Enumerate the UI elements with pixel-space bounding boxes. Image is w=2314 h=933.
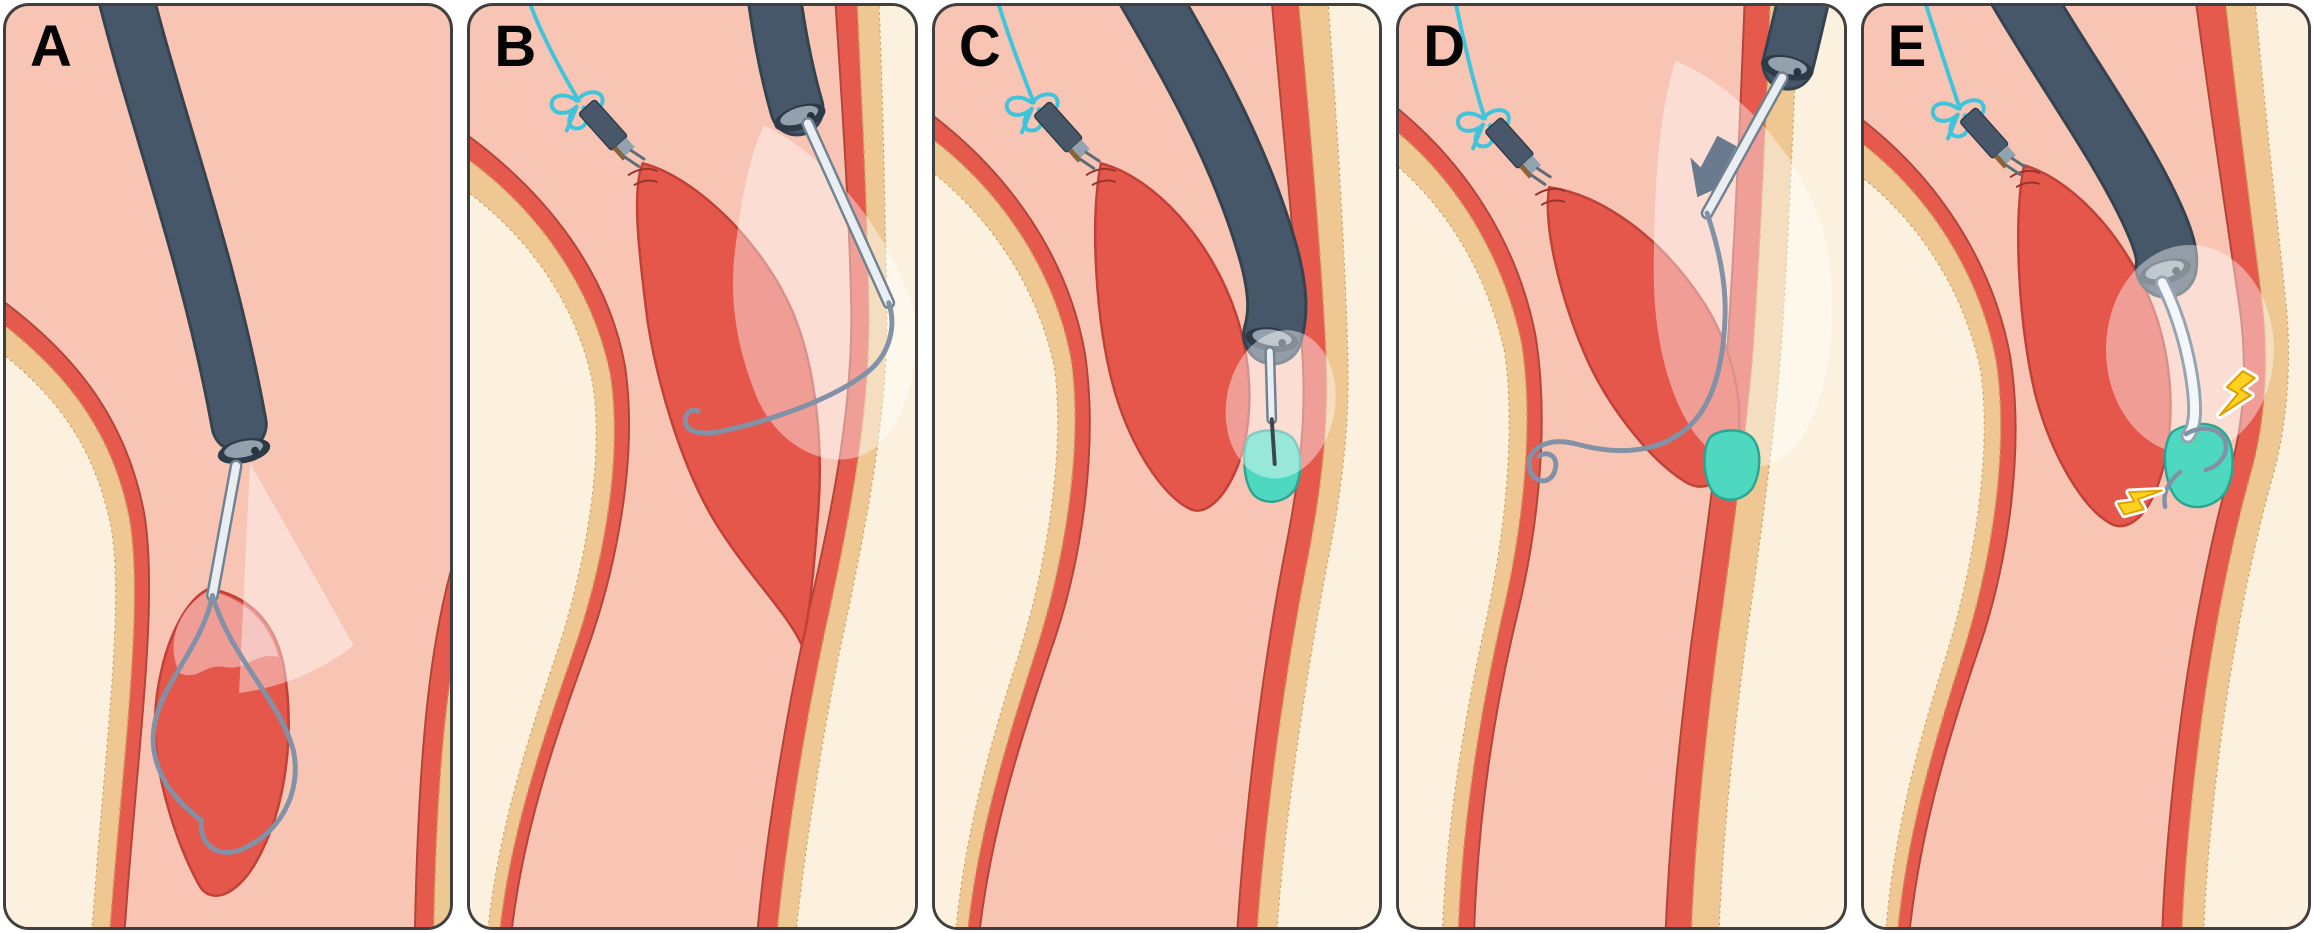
wall-left: [1863, 120, 2017, 927]
clip-device: [1930, 98, 2031, 184]
panel-a-illustration: [6, 6, 451, 927]
snare-catheter: [1700, 71, 1789, 220]
panel-a: A: [3, 3, 454, 930]
suction-tube: [2154, 275, 2202, 444]
teal-anchor-clip: [1242, 429, 1302, 503]
panel-d-illustration: [1399, 6, 1844, 927]
lesion-body: [153, 587, 290, 897]
lesion-body: [636, 161, 822, 649]
snare-wire: [2161, 426, 2228, 510]
panel-label: D: [1423, 14, 1467, 79]
panel-d: D: [1396, 3, 1847, 930]
wall-serosa-layer: [934, 173, 1059, 927]
panel-label: A: [30, 14, 73, 79]
panel-e-illustration: [1863, 6, 2309, 927]
snare-wire: [150, 592, 298, 855]
endoscope-shaft: [1993, 6, 2195, 296]
wall-serosa-layer: [796, 6, 915, 927]
wall-left: [470, 135, 631, 927]
traction-thread: [996, 6, 1036, 105]
panel-label: B: [494, 14, 538, 79]
traction-thread: [1454, 6, 1488, 121]
teal-anchor-clip: [2163, 422, 2234, 509]
endoscope: [1990, 6, 2198, 299]
light-cone: [1654, 60, 1833, 468]
panel-c-illustration: [934, 6, 1380, 927]
traction-thread-path: [1923, 6, 2031, 184]
lesion-body: [1093, 161, 1251, 512]
endoscope: [1758, 6, 1830, 91]
lesion-apex-crease: [1085, 167, 1116, 187]
panel-b: B: [467, 3, 918, 930]
light-cone: [1225, 330, 1336, 479]
wall-right: [413, 568, 451, 927]
panel-label: E: [1887, 14, 1928, 79]
traction-thread-path: [1454, 6, 1556, 193]
endoscope-shaft: [101, 6, 265, 451]
teal-anchor-clip: [1703, 429, 1761, 501]
wall-serosa-layer: [6, 355, 117, 927]
lesion-apex-crease: [2009, 169, 2040, 189]
wall-serosa-layer: [1276, 6, 1380, 927]
clip-device: [1004, 92, 1105, 178]
panel-b-illustration: [470, 6, 915, 927]
wall-serosa-layer: [1399, 166, 1510, 927]
endoscope-shaft: [1764, 6, 1827, 88]
wall-left: [934, 116, 1091, 927]
endoscope: [98, 6, 273, 469]
wall-right: [1236, 6, 1380, 927]
endoscope-shaft: [1122, 6, 1305, 363]
lesion-apex-crease: [1534, 187, 1566, 206]
traction-thread: [1923, 6, 1962, 111]
injection-needle: [1264, 346, 1278, 467]
panel-c: C: [931, 3, 1383, 930]
wall-left: [1399, 108, 1543, 927]
clip-device: [549, 90, 650, 176]
light-cone: [733, 125, 915, 460]
wall-serosa-layer: [1718, 6, 1844, 927]
wall-right: [2161, 6, 2309, 927]
panel-e: E: [1860, 3, 2312, 930]
traction-thread: [529, 6, 582, 103]
wall-left: [6, 302, 151, 927]
snare-catheter: [205, 459, 243, 602]
snare-catheter: [801, 117, 896, 310]
snare-wire: [683, 300, 895, 436]
traction-thread-path: [529, 6, 650, 176]
lesion-apex-crease: [627, 167, 659, 187]
endoscope: [1119, 6, 1308, 366]
wall-right: [757, 6, 915, 927]
light-cone: [239, 463, 354, 694]
endoscope: [747, 6, 830, 138]
panel-label: C: [958, 14, 1002, 79]
traction-thread-path: [996, 6, 1105, 178]
wall-submucosa-layer: [432, 674, 451, 927]
wall-serosa-layer: [2202, 6, 2309, 927]
endoscope-shaft: [750, 6, 822, 134]
clip-device: [1456, 108, 1556, 193]
wall-serosa-layer: [470, 193, 598, 927]
wall-serosa-layer: [1863, 178, 1985, 927]
snare-wire: [1527, 210, 1728, 484]
